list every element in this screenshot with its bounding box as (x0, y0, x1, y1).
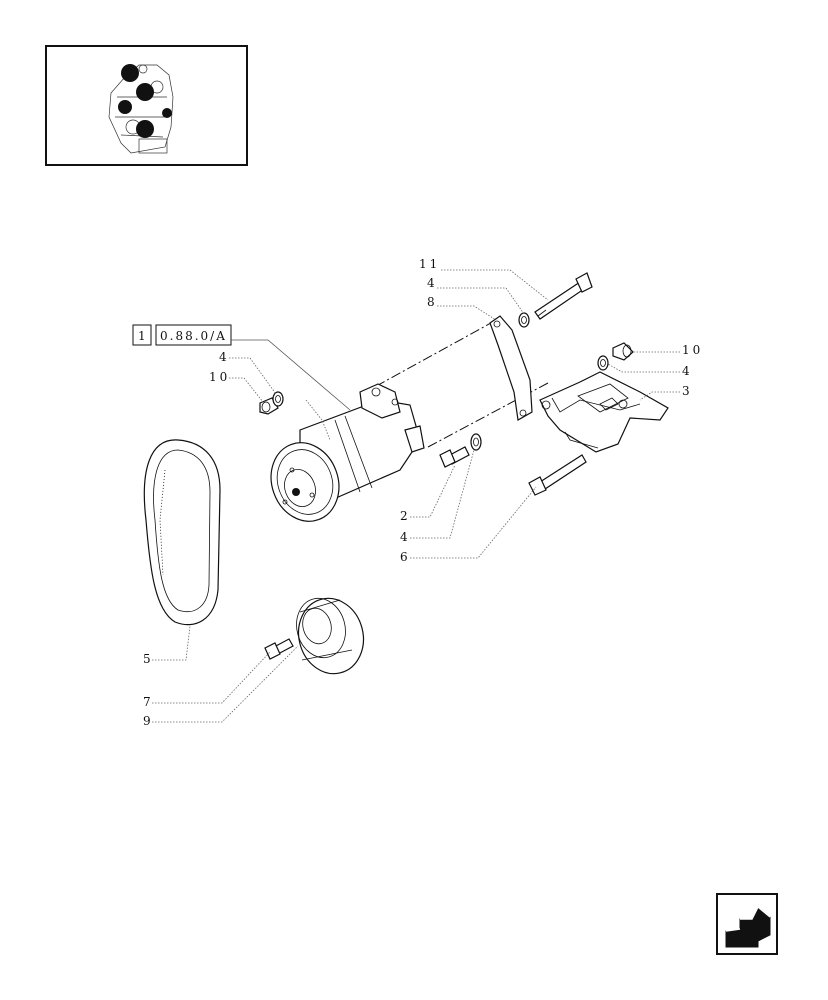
callout-4-top: 4 (427, 276, 438, 290)
bolt-long-lower[interactable] (528, 454, 587, 496)
back-navigation-button[interactable] (716, 893, 778, 955)
leader-4-right (607, 363, 680, 373)
leader-4-top (437, 287, 525, 315)
reference-label[interactable]: 1 0.88.0/A (132, 324, 232, 346)
arrow-back-icon (725, 905, 771, 948)
washer-center[interactable] (470, 433, 482, 451)
leader-2 (410, 464, 456, 518)
callout-9: 9 (143, 714, 154, 728)
callout-10-left: 10 (209, 370, 230, 384)
bolt-short-center[interactable] (439, 446, 470, 468)
assembly-axis-line (359, 317, 501, 396)
reference-box-number: 1 (138, 329, 148, 343)
callout-3: 3 (682, 384, 693, 398)
washer-right[interactable] (597, 355, 609, 371)
leader-4-low (410, 449, 475, 539)
callout-5: 5 (143, 652, 154, 666)
engine-thumbnail[interactable] (45, 45, 248, 166)
ac-compressor[interactable] (260, 383, 425, 531)
leader-compressor-dash (305, 399, 331, 441)
leader-7 (152, 651, 271, 704)
callout-7: 7 (143, 695, 154, 709)
callout-4-left: 4 (219, 350, 230, 364)
mounting-bracket[interactable] (539, 371, 669, 453)
callout-4-right: 4 (682, 364, 693, 378)
drive-belt[interactable] (143, 439, 221, 626)
callout-11: 11 (419, 257, 440, 271)
reference-leader (231, 339, 351, 411)
leader-5 (152, 625, 191, 661)
callout-10-right: 10 (682, 343, 703, 357)
reference-box-code: 0.88.0/A (160, 329, 227, 343)
leader-6 (410, 486, 537, 559)
spacer-right[interactable] (612, 342, 634, 361)
leader-11 (441, 269, 549, 301)
callout-2: 2 (400, 509, 411, 523)
washer-left[interactable] (272, 391, 284, 407)
drive-pulley[interactable] (290, 591, 372, 681)
engine-sketch-icon (108, 64, 174, 154)
callout-6: 6 (400, 550, 411, 564)
callout-8: 8 (427, 295, 438, 309)
bolt-pulley[interactable] (264, 638, 294, 660)
leader-10-left (229, 377, 264, 403)
leader-9 (152, 645, 299, 723)
bolt-long-top[interactable] (534, 272, 593, 320)
leader-3 (639, 391, 680, 401)
leader-4-left (229, 357, 277, 395)
tension-strap[interactable] (489, 315, 533, 421)
leader-8 (437, 305, 497, 321)
washer-top[interactable] (518, 312, 530, 328)
callout-4-low: 4 (400, 530, 411, 544)
